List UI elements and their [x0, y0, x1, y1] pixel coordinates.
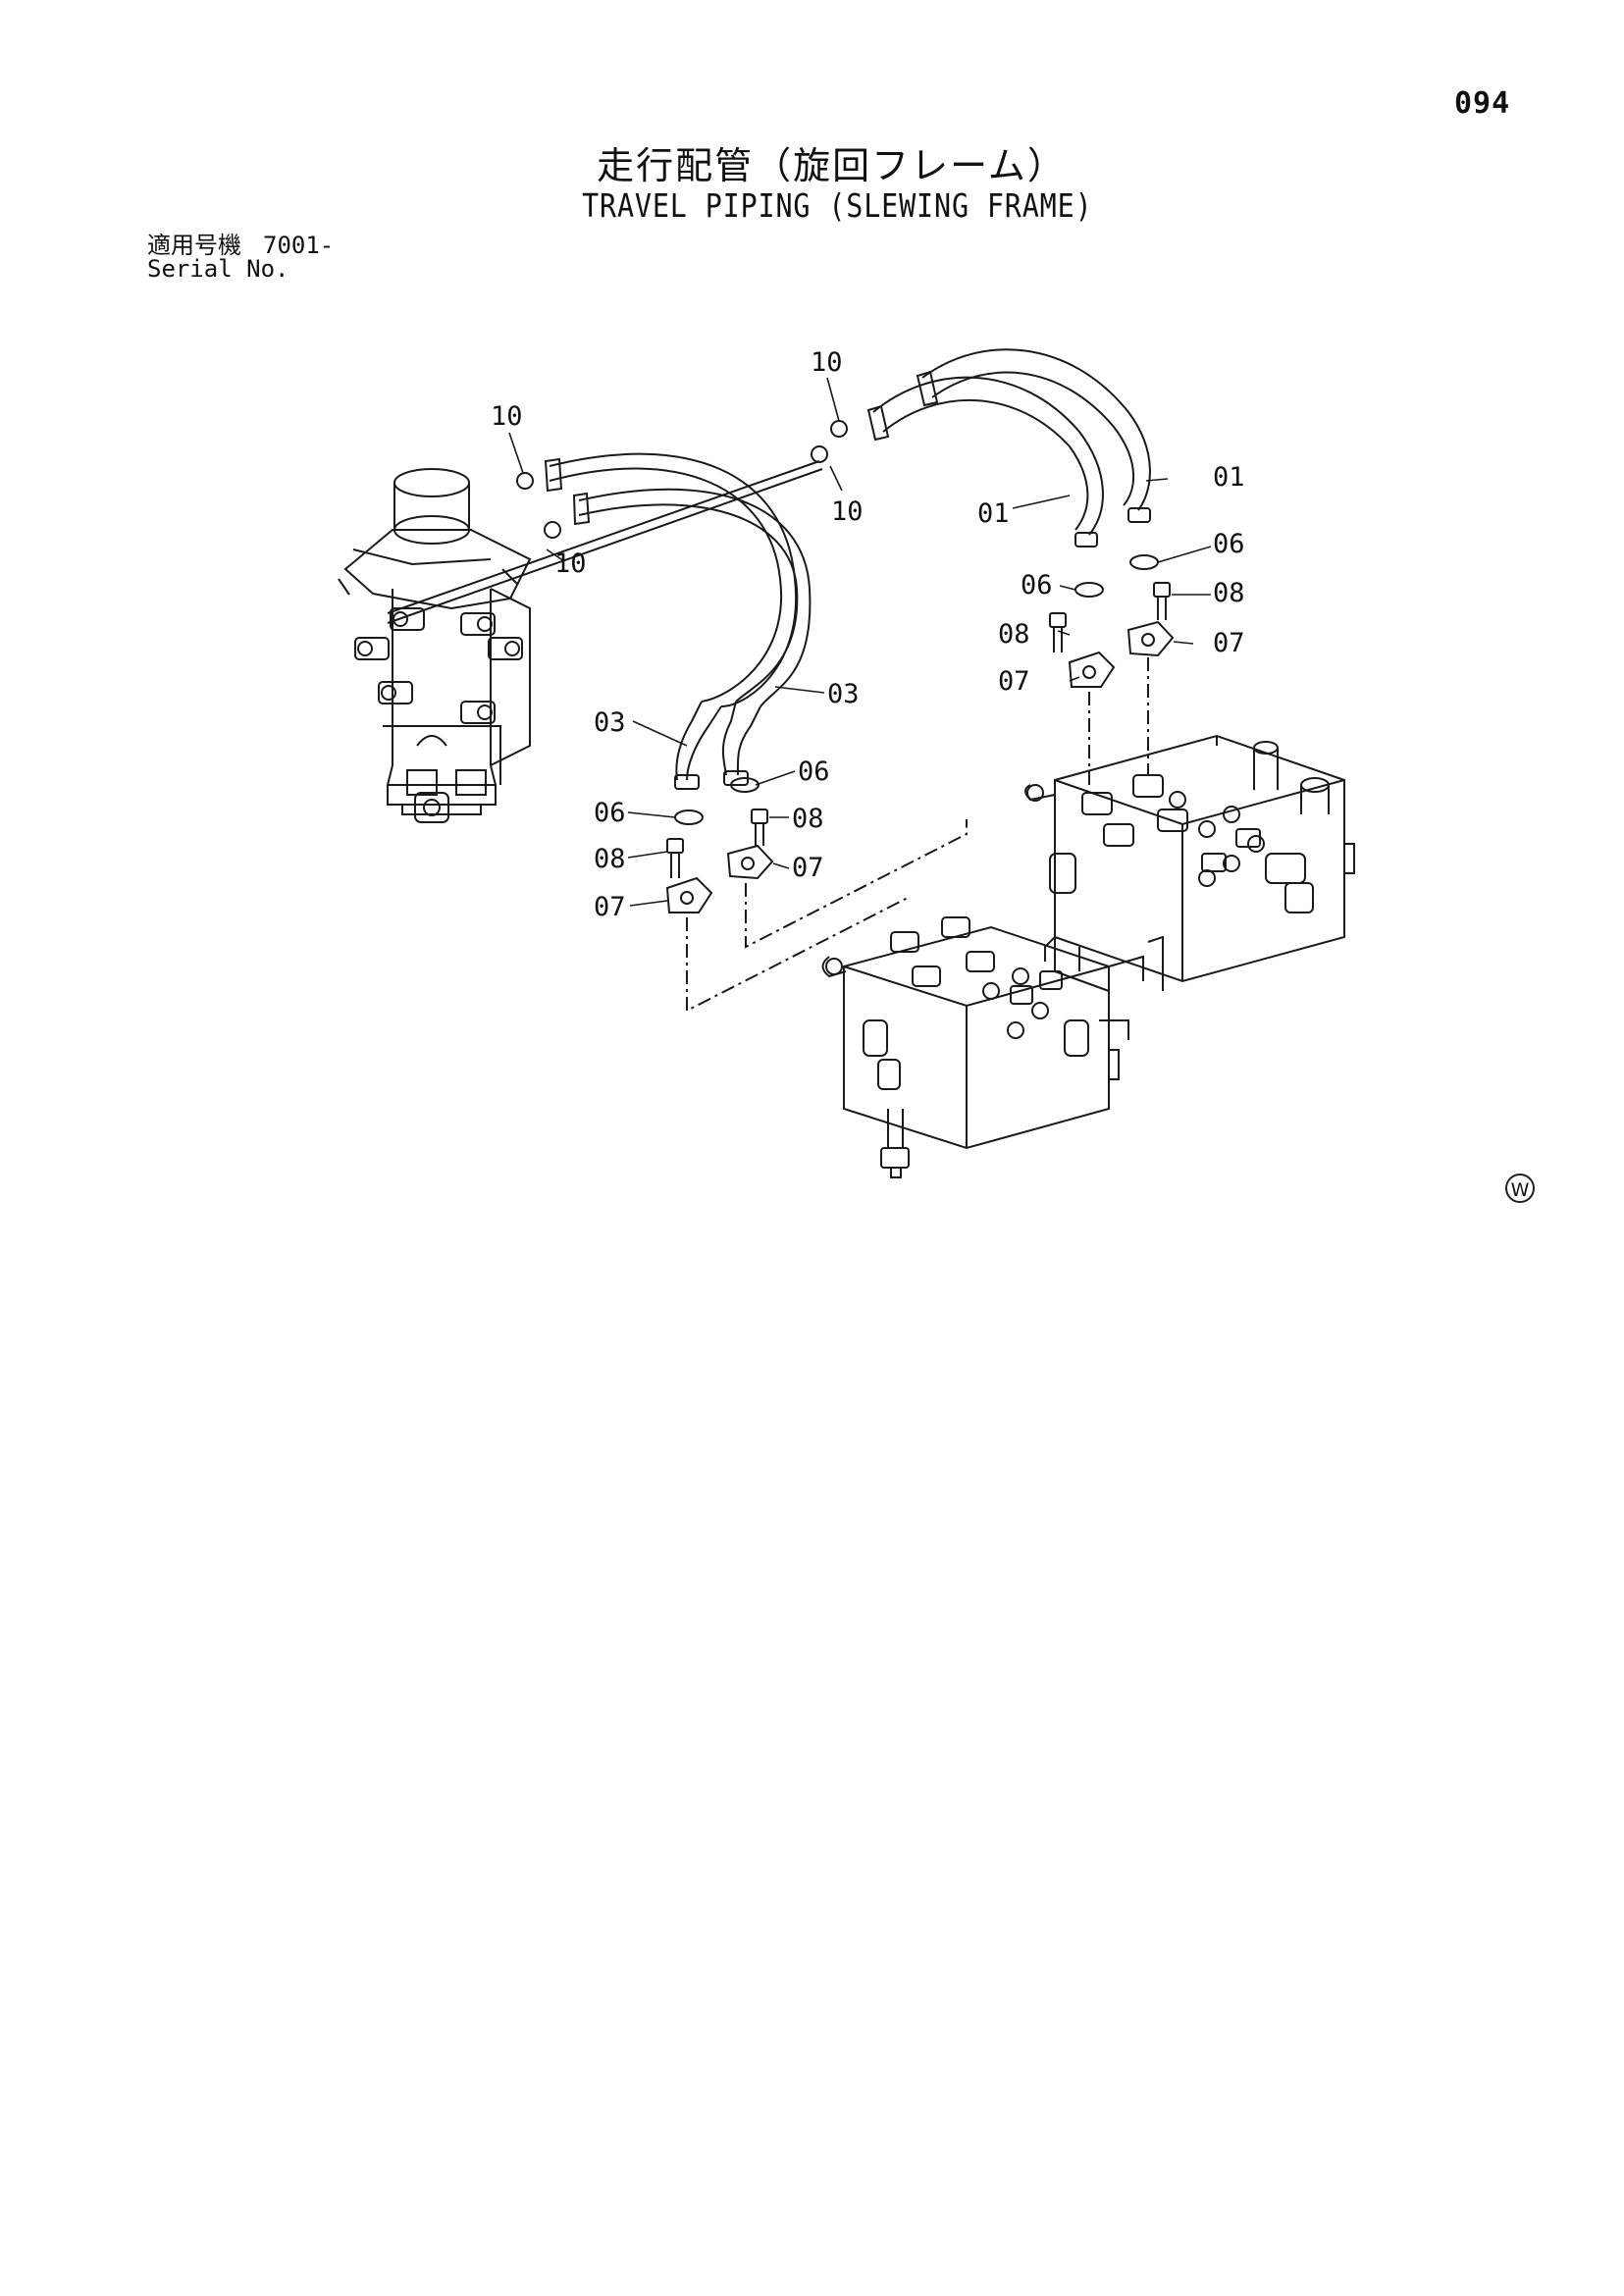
callout-10-c: 10: [811, 347, 843, 378]
callout-08-a: 08: [1213, 578, 1245, 608]
leader-lines: [508, 377, 1212, 907]
swivel-joint-assembly: [338, 468, 532, 823]
callout-07-d: 07: [594, 892, 626, 922]
serial-label-japanese: 適用号機: [147, 232, 241, 259]
callout-07-a: 07: [1213, 628, 1245, 658]
serial-label-english: Serial No.: [147, 255, 289, 283]
callout-01-b: 01: [977, 498, 1010, 529]
watermark-badge: W: [1505, 1174, 1535, 1203]
callout-08-b: 08: [998, 619, 1030, 650]
support-rod: [387, 460, 820, 614]
callout-10-b: 10: [554, 548, 587, 579]
callout-07-c: 07: [792, 853, 824, 883]
serial-number-block: 適用号機 7001- Serial No.: [147, 234, 334, 281]
hose-01-pair: [866, 348, 1151, 548]
callout-10-a: 10: [491, 401, 523, 432]
control-valve-lower: [821, 916, 1129, 1178]
callout-07-b: 07: [998, 666, 1030, 697]
callout-08-d: 08: [594, 844, 626, 874]
callout-06-b: 06: [1021, 570, 1053, 600]
callout-03-b: 03: [594, 707, 626, 738]
guide-lines: [686, 657, 1149, 1013]
page-title-japanese: 走行配管（旋回フレーム）: [597, 144, 1067, 187]
o-ring-10-group: [516, 420, 848, 539]
callout-06-a: 06: [1213, 529, 1245, 559]
callout-06-c: 06: [798, 757, 830, 787]
callout-08-c: 08: [792, 804, 824, 834]
control-valve-upper: [1024, 734, 1355, 983]
right-fitting-set: [1049, 554, 1175, 688]
left-fitting-set: [665, 777, 774, 913]
page-title-english: TRAVEL PIPING (SLEWING FRAME): [582, 186, 1093, 225]
callout-10-d: 10: [831, 496, 864, 527]
callout-01-a: 01: [1213, 462, 1245, 493]
callout-03-a: 03: [827, 679, 860, 709]
callout-06-d: 06: [594, 798, 626, 828]
serial-value: 7001-: [263, 232, 335, 259]
valve-link: [1054, 937, 1110, 992]
hose-03-pair: [544, 452, 812, 790]
page-number: 094: [1454, 86, 1511, 121]
